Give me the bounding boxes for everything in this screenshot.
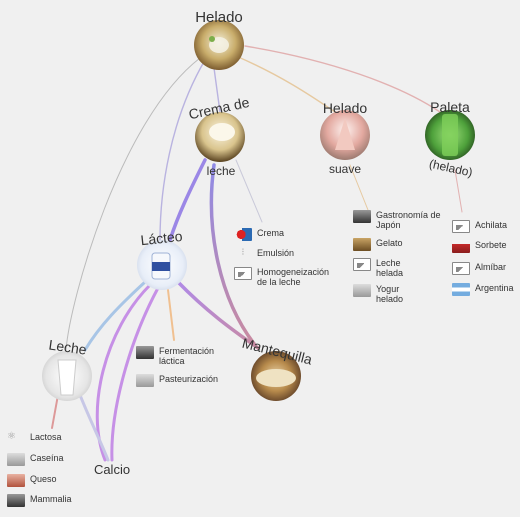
edge-crema-mantequilla bbox=[209, 163, 257, 347]
hub-calcio-label[interactable]: Calcio bbox=[94, 462, 130, 477]
image-placeholder-icon bbox=[452, 220, 470, 233]
leaf-argentina[interactable]: Argentina bbox=[452, 283, 514, 296]
leaf-label: Homogeneización de la leche bbox=[257, 267, 330, 287]
leaf-label: Achilata bbox=[475, 220, 508, 230]
leaf-lactosa[interactable]: ⚛ Lactosa bbox=[7, 432, 62, 445]
molecule-icon: ⚛ bbox=[7, 431, 16, 442]
leaf-label: Emulsión bbox=[257, 248, 295, 258]
leaf-label: Sorbete bbox=[475, 240, 507, 250]
gelato-photo-icon bbox=[353, 238, 371, 251]
hub-helado[interactable]: Helado bbox=[194, 9, 244, 70]
leaf-label: Leche helada bbox=[376, 258, 404, 278]
leaf-fermentacion-lactica[interactable]: Fermentación láctica bbox=[136, 346, 234, 366]
leaf-label: Almíbar bbox=[475, 262, 507, 272]
leaf-label: Pasteurización bbox=[159, 374, 219, 384]
leaf-almibar[interactable]: Almíbar bbox=[452, 262, 506, 275]
fermentation-photo-icon bbox=[136, 346, 154, 359]
edge-lacteo-mantequilla bbox=[176, 280, 260, 350]
edge-leche-calcio bbox=[78, 393, 110, 462]
leaf-label: Lactosa bbox=[30, 432, 62, 442]
casein-photo-icon bbox=[7, 453, 25, 466]
edge-crema-lacteo bbox=[168, 158, 207, 242]
hub-lacteo[interactable]: Lácteo bbox=[137, 228, 187, 290]
leaf-label: Queso bbox=[30, 474, 57, 484]
leaf-leche-helada[interactable]: Leche helada bbox=[353, 258, 416, 278]
image-placeholder-icon bbox=[452, 262, 470, 275]
leaf-homogeneizacion[interactable]: Homogeneización de la leche bbox=[234, 267, 337, 287]
hub-paleta[interactable]: Paleta (helado) bbox=[425, 99, 475, 180]
edge-heladosuave-leaves bbox=[349, 164, 369, 211]
droplets-icon: ⁝ bbox=[241, 247, 245, 258]
edge-lacteo-leaves bbox=[167, 289, 175, 341]
leaf-emulsion[interactable]: ⁝ Emulsión bbox=[234, 248, 294, 261]
mammal-photo-icon bbox=[7, 494, 25, 507]
hub-helado-suave[interactable]: Helado suave bbox=[320, 100, 370, 176]
hub-leche[interactable]: Leche bbox=[42, 336, 92, 401]
edge-helado-crema bbox=[213, 67, 221, 113]
edge-helado-leche bbox=[65, 57, 201, 351]
leaf-caseina[interactable]: Caseína bbox=[7, 453, 64, 466]
hub-paleta-label-2: (helado) bbox=[428, 157, 474, 180]
leaf-yogur-helado[interactable]: Yogur helado bbox=[353, 284, 416, 304]
edge-lacteo-calcio-2 bbox=[110, 286, 160, 462]
yogurt-photo-icon bbox=[353, 284, 371, 297]
leaf-sorbete[interactable]: Sorbete bbox=[452, 240, 507, 253]
edge-lacteo-leche bbox=[83, 280, 147, 352]
leaf-label: Yogur helado bbox=[376, 284, 404, 304]
cheese-photo-icon bbox=[7, 474, 25, 487]
hub-lacteo-label: Lácteo bbox=[140, 228, 184, 248]
edge-paleta-leaves bbox=[454, 169, 463, 213]
edge-leche-leaves bbox=[51, 394, 59, 429]
logo-icon bbox=[234, 228, 252, 241]
leaf-pasteurizacion[interactable]: Pasteurización bbox=[136, 374, 218, 387]
hub-helado-suave-label-1: Helado bbox=[323, 100, 368, 116]
hub-crema-label-2: leche bbox=[207, 164, 236, 178]
food-photo-icon bbox=[353, 210, 371, 223]
leaf-achilata[interactable]: Achilata bbox=[452, 220, 507, 233]
hub-helado-suave-label-2: suave bbox=[329, 162, 361, 176]
leaf-label: Argentina bbox=[475, 283, 514, 293]
hub-mantequilla[interactable]: Mantequilla bbox=[241, 335, 315, 401]
edge-crema-leaves bbox=[235, 159, 263, 223]
leaf-label: Mammalia bbox=[30, 494, 72, 504]
leaf-queso[interactable]: Queso bbox=[7, 474, 57, 487]
edge-helado-heladosuave bbox=[235, 55, 336, 113]
hub-paleta-label-1: Paleta bbox=[430, 99, 470, 115]
leaf-label: Gelato bbox=[376, 238, 403, 248]
image-placeholder-icon bbox=[353, 258, 371, 271]
leaf-gastronomia-japon[interactable]: Gastronomía de Japón bbox=[353, 210, 441, 230]
leaf-label: Fermentación láctica bbox=[159, 346, 215, 366]
hub-crema-de-leche[interactable]: Crema de leche bbox=[187, 94, 251, 178]
leaf-mammalia[interactable]: Mammalia bbox=[7, 494, 72, 507]
hub-leche-label: Leche bbox=[48, 336, 88, 357]
leaf-crema[interactable]: Crema bbox=[234, 228, 284, 241]
edge-helado-lacteo bbox=[159, 59, 206, 241]
image-placeholder-icon bbox=[234, 267, 252, 280]
argentina-flag-icon bbox=[452, 283, 470, 296]
leaf-gelato[interactable]: Gelato bbox=[353, 238, 403, 251]
edge-helado-paleta bbox=[244, 45, 441, 113]
hub-helado-label: Helado bbox=[195, 9, 243, 26]
sorbet-photo-icon bbox=[452, 240, 470, 253]
leaf-label: Gastronomía de Japón bbox=[376, 210, 441, 230]
pasteurization-photo-icon bbox=[136, 374, 154, 387]
leaf-label: Crema bbox=[257, 228, 285, 238]
leaf-label: Caseína bbox=[30, 453, 64, 463]
